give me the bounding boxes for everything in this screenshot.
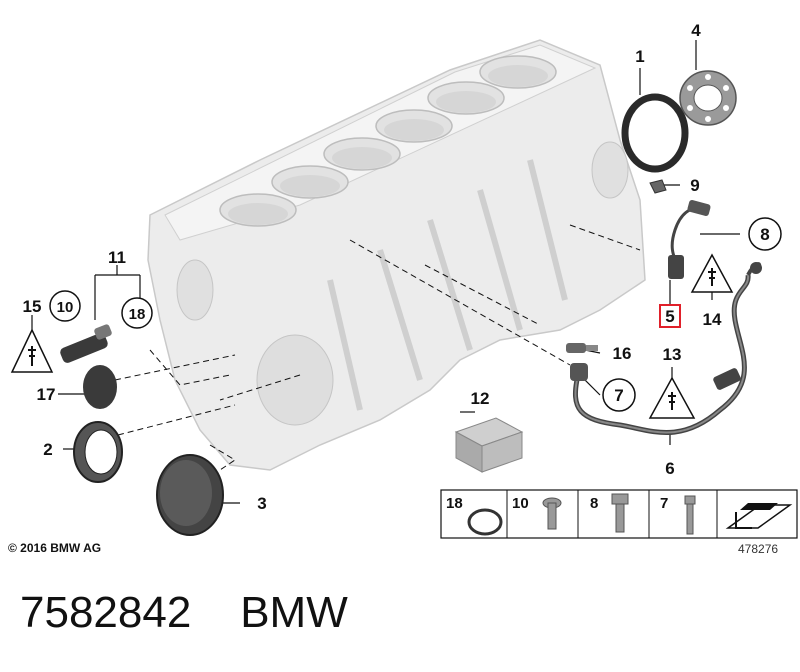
legend-10: 10 [512,495,529,512]
callout-1: 1 [635,47,644,66]
callout-circle-10: 10 [49,290,81,322]
leader-lines [31,40,740,504]
brand-name: BMW [240,588,348,637]
callout-8: 8 [760,225,769,244]
callout-4: 4 [691,21,701,40]
part-9-clip [649,179,667,194]
callout-17: 17 [37,385,56,404]
callout-16: 16 [613,344,632,363]
callout-9: 9 [690,176,699,195]
warning-triangle-13 [648,376,696,419]
callout-5: 5 [665,307,674,326]
legend-7: 7 [660,495,668,512]
bolt-8-icon [611,493,629,533]
part-4-sensor-wheel [679,70,737,126]
dashed-leaders [114,224,641,471]
callout-2: 2 [43,440,52,459]
part-1-seal-ring [621,93,689,173]
part-3-cover [156,454,224,536]
callout-7: 7 [614,386,623,405]
callout-circle-18: 18 [121,297,153,329]
part-2-shaft-seal [73,421,123,483]
footer-caption: 7582842 BMW [20,588,348,638]
callout-circle-7: 7 [602,378,636,412]
legend-8: 8 [590,495,598,512]
callout-11: 11 [108,248,126,267]
copyright-text: © 2016 BMW AG [8,541,102,555]
bolt-10-icon [542,497,562,530]
legend-18: 18 [446,495,463,512]
part-6-wiring-harness [570,262,762,435]
callout-18: 18 [129,306,146,323]
callout-15: 15 [23,297,42,316]
parts-legend: 18 10 8 7 [440,489,798,539]
drawing-number: 478276 [738,542,779,556]
warning-triangle-14 [690,253,734,293]
part-16-sensor [566,343,598,353]
part-number: 7582842 [20,588,192,637]
callout-3: 3 [257,494,266,513]
callout-10: 10 [57,299,74,316]
callout-14: 14 [703,310,722,329]
bolt-7-icon [684,495,696,535]
callout-5-highlight [659,304,681,328]
parts-diagram: 10 18 8 7 1 4 9 5 14 13 16 6 12 11 15 17… [10,21,798,539]
part-10-plug [60,324,112,363]
part-5-crankshaft-sensor [668,200,711,279]
arrow-icon [725,503,793,529]
engine-block [147,39,646,471]
part-17-cap [83,365,117,409]
callout-circle-8: 8 [748,217,782,251]
callout-12: 12 [471,389,490,408]
callout-13: 13 [663,345,682,364]
warning-triangle-15 [10,328,54,373]
callout-6: 6 [665,459,674,478]
part-12-package [454,417,524,473]
